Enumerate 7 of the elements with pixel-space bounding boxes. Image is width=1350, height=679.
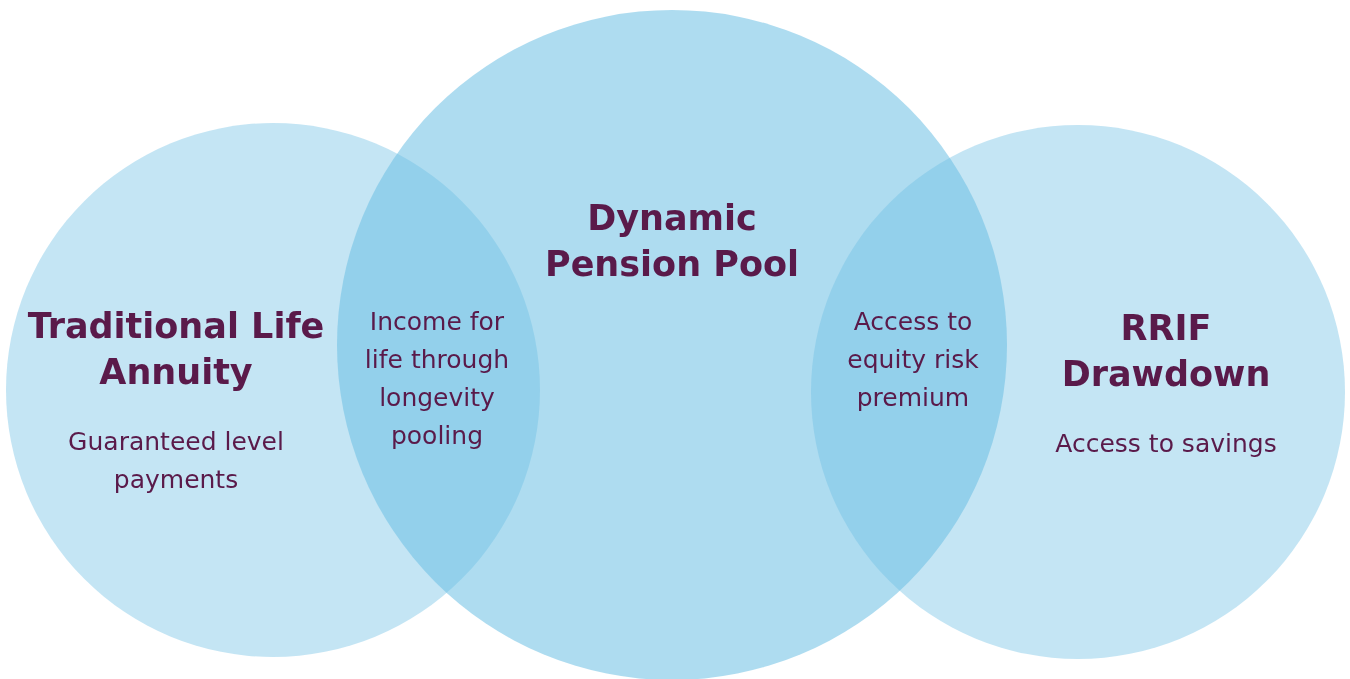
overlap-label: Income for life through longevity pooling <box>363 306 511 452</box>
circle-description: Guaranteed level payments <box>67 426 285 496</box>
circle-heading: RRIF Drawdown <box>1060 307 1272 396</box>
circle-heading: Traditional Life Annuity <box>26 305 326 394</box>
circle-heading: Dynamic Pension Pool <box>544 197 800 286</box>
overlap-label: Access to equity risk premium <box>846 306 980 414</box>
circle-description: Access to savings <box>1054 428 1278 460</box>
